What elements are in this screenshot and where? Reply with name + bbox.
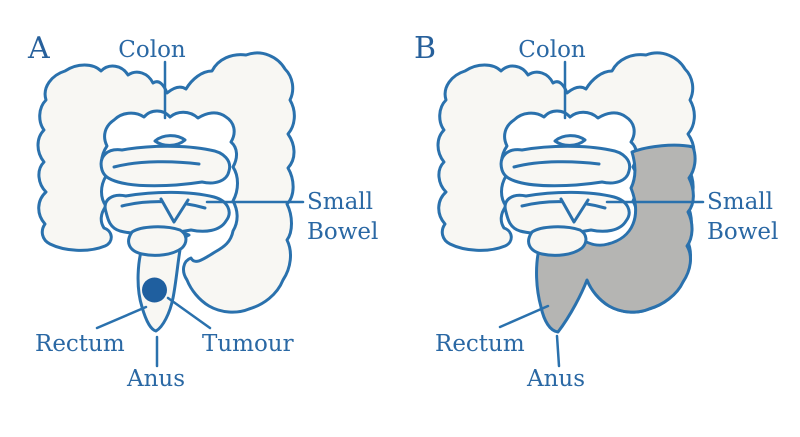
anus-label-b: Anus [526, 366, 585, 392]
resected-segment [535, 143, 697, 334]
panel-a: A Colon Small Bowel Rectum Anus Tumour [27, 31, 378, 392]
rectum-label-a: Rectum [35, 331, 125, 357]
small-bowel-label-a-line2: Bowel [307, 219, 378, 245]
panel-a-canvas: A Colon Small Bowel Rectum Anus Tumour [27, 31, 378, 392]
tumour-dot [142, 277, 167, 303]
panel-letter-b: B [414, 31, 436, 66]
rectum-leader-line-b [498, 304, 550, 329]
small-bowel-label-b-line1: Small [707, 189, 773, 215]
colon-label-a: Colon [118, 37, 186, 63]
anus-label-a: Anus [126, 366, 185, 392]
panel-b-canvas: B Colon Small Bowel Rectum Anus [414, 31, 778, 392]
panel-b: B Colon Small Bowel Rectum Anus [400, 0, 800, 437]
small-bowel-label-b-line2: Bowel [707, 219, 778, 245]
small-bowel-a [99, 134, 232, 257]
rectum-label-b: Rectum [435, 331, 525, 357]
small-bowel-label-a-line1: Small [307, 189, 373, 215]
tumour-label: Tumour [202, 331, 294, 357]
panel-letter-a: A [27, 31, 50, 66]
small-bowel-b [499, 134, 632, 257]
colon-label-b: Colon [518, 37, 586, 63]
tumour-leader-line [166, 296, 212, 330]
rectum-leader-line [95, 305, 148, 330]
anus-leader-line-b [555, 334, 561, 368]
